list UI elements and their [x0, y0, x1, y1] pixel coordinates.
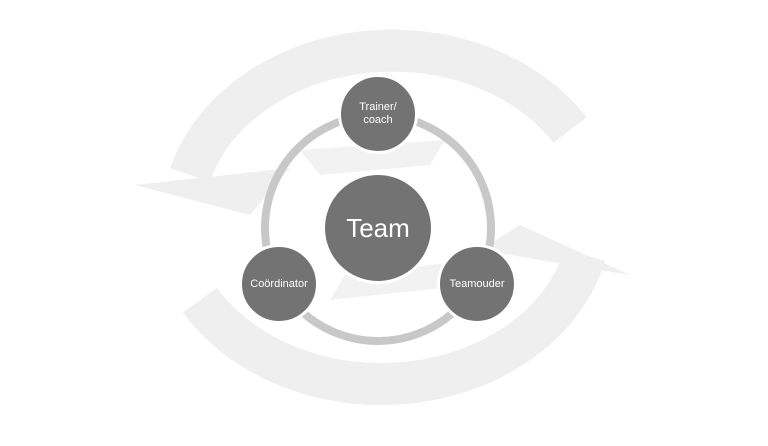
node-label-trainer-coach: Trainer/ coach [359, 101, 397, 126]
watermark-inner-arrow-bottom [330, 262, 470, 300]
watermark-arrowhead-left [135, 168, 290, 215]
node-coordinator: Coördinator [239, 244, 319, 324]
node-label-coordinator: Coördinator [250, 277, 308, 290]
watermark-arc-lower [183, 248, 606, 405]
node-teamouder: Teamouder [437, 244, 517, 324]
watermark-arc-upper [170, 29, 587, 183]
watermark-arrowhead-right [480, 225, 630, 275]
node-trainer-coach: Trainer/ coach [338, 74, 418, 154]
watermark-inner-arrow-top [300, 140, 445, 175]
node-label-teamouder: Teamouder [449, 277, 505, 290]
center-node-label: Team [346, 212, 410, 243]
center-node-team: Team [322, 172, 434, 284]
